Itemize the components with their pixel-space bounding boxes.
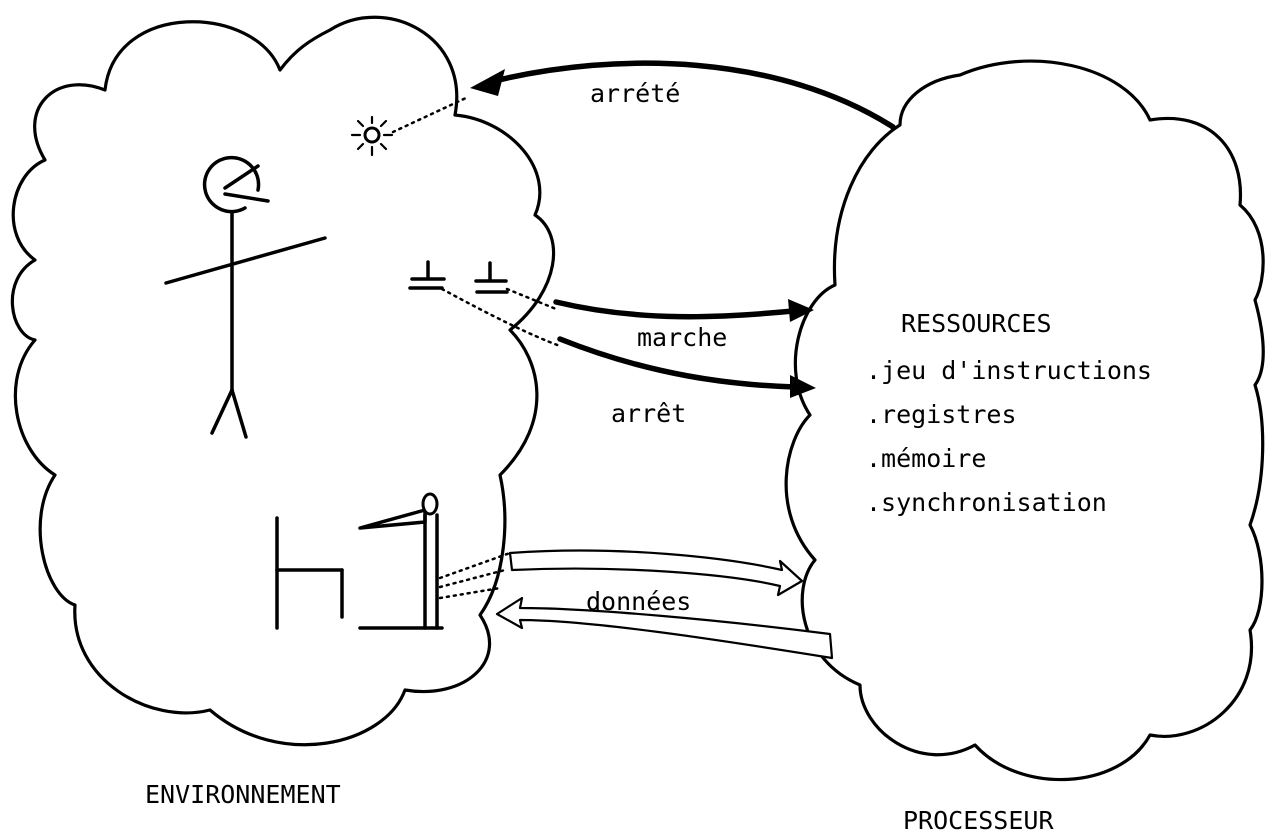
marche-label: marche [637,323,727,352]
resource-item: .mémoire [866,444,986,473]
donnees-arrow-in [495,596,834,660]
environment-cloud [10,15,556,747]
lamp-icon [350,115,394,157]
arret-label: arrêt [611,399,686,428]
marche-arrow [553,299,814,322]
resource-item: .registres [866,400,1017,429]
push-button-icon [474,261,509,294]
resource-item: .jeu d'instructions [866,356,1152,385]
arret-arrow [557,336,816,398]
arrete-label: arrété [590,79,680,108]
donnees-label: données [586,587,691,616]
processor-cloud [784,59,1265,782]
terminal-dotted-link [438,551,512,580]
terminal-dotted-link [438,586,502,600]
desk-terminal-icon [275,492,444,630]
arrete-arrow [470,60,896,130]
environment-label: ENVIRONNEMENT [145,780,341,809]
button-dotted-link [440,287,562,348]
processor-label: PROCESSEUR [903,806,1054,835]
terminal-dotted-link [438,568,507,589]
donnees-arrow-out [508,549,804,597]
resource-item: .synchronisation [866,488,1107,517]
push-button-icon [408,260,446,290]
person-icon [164,155,327,439]
lamp-dotted-link [391,95,470,134]
resources-title: RESSOURCES [901,309,1052,338]
button-dotted-link [505,287,558,311]
